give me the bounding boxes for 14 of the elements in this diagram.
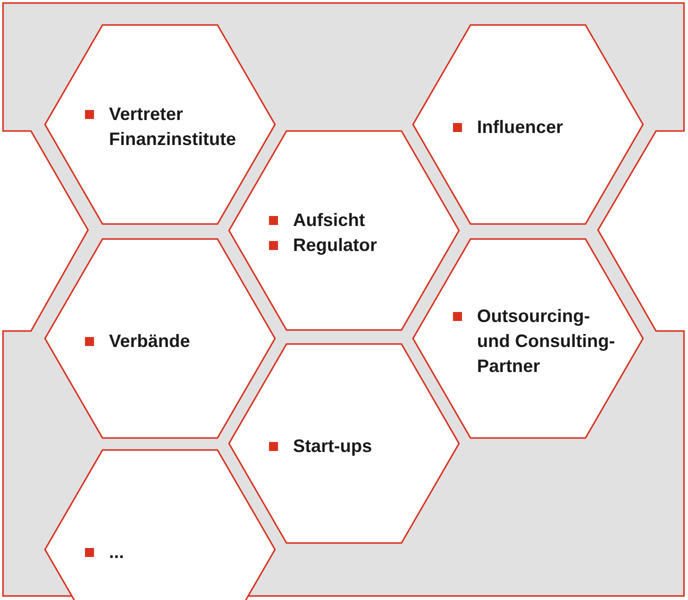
- hexagon: [229, 344, 459, 542]
- item-text: Outsourcing- und Consulting-Partner: [477, 304, 616, 378]
- hexagon: [413, 238, 643, 438]
- item-text: Start-ups: [293, 434, 372, 458]
- item-text: ...: [109, 540, 124, 564]
- hexagon: [45, 450, 275, 600]
- hexagon: [45, 238, 275, 438]
- hexagon: [413, 24, 643, 224]
- item-text: Vertreter Finanzinstitute: [109, 103, 237, 151]
- item-text: Verbände: [109, 330, 190, 352]
- item-text: Regulator: [293, 234, 378, 257]
- hexagon: [45, 24, 275, 224]
- item-text: Influencer: [477, 116, 564, 138]
- item-text: Aufsicht: [293, 209, 365, 232]
